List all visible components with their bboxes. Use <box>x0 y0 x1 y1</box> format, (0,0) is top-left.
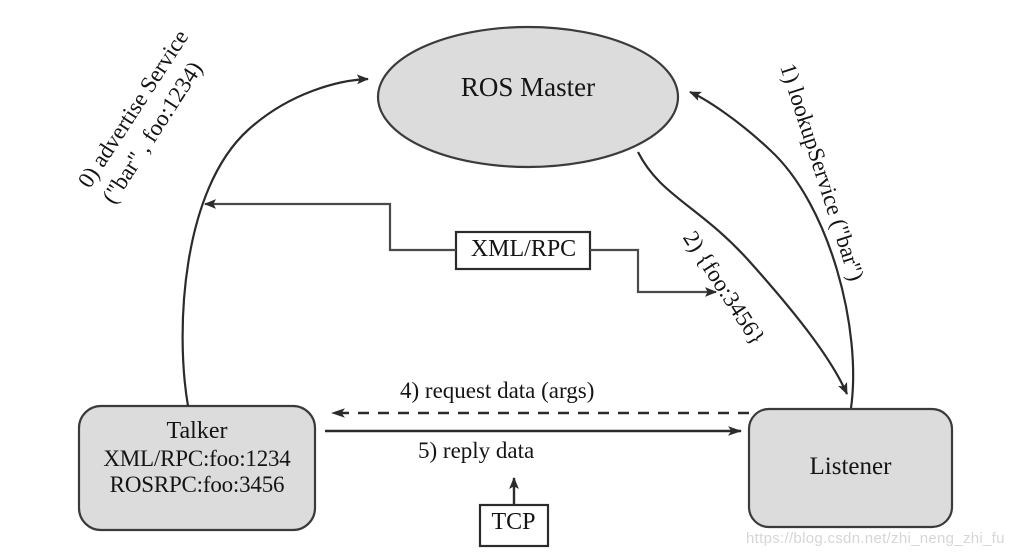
node-xmlrpc[interactable] <box>454 230 592 271</box>
node-talker[interactable] <box>77 404 317 532</box>
edge-label-reply-data: 5) reply data <box>418 438 535 463</box>
edge-advertise-service <box>181 74 369 407</box>
edge-lookup-service <box>689 90 855 409</box>
node-ros-master[interactable] <box>376 25 680 169</box>
edge-xmlrpc-left <box>204 199 456 252</box>
edge-label-request-data: 4) request data (args) <box>400 378 595 403</box>
watermark-text: https://blog.csdn.net/zhi_neng_zhi_fu <box>746 530 1005 547</box>
node-listener[interactable] <box>747 407 954 529</box>
node-tcp[interactable] <box>478 503 550 548</box>
edge-foo-response <box>637 151 849 395</box>
edge-xmlrpc-right <box>590 248 717 297</box>
